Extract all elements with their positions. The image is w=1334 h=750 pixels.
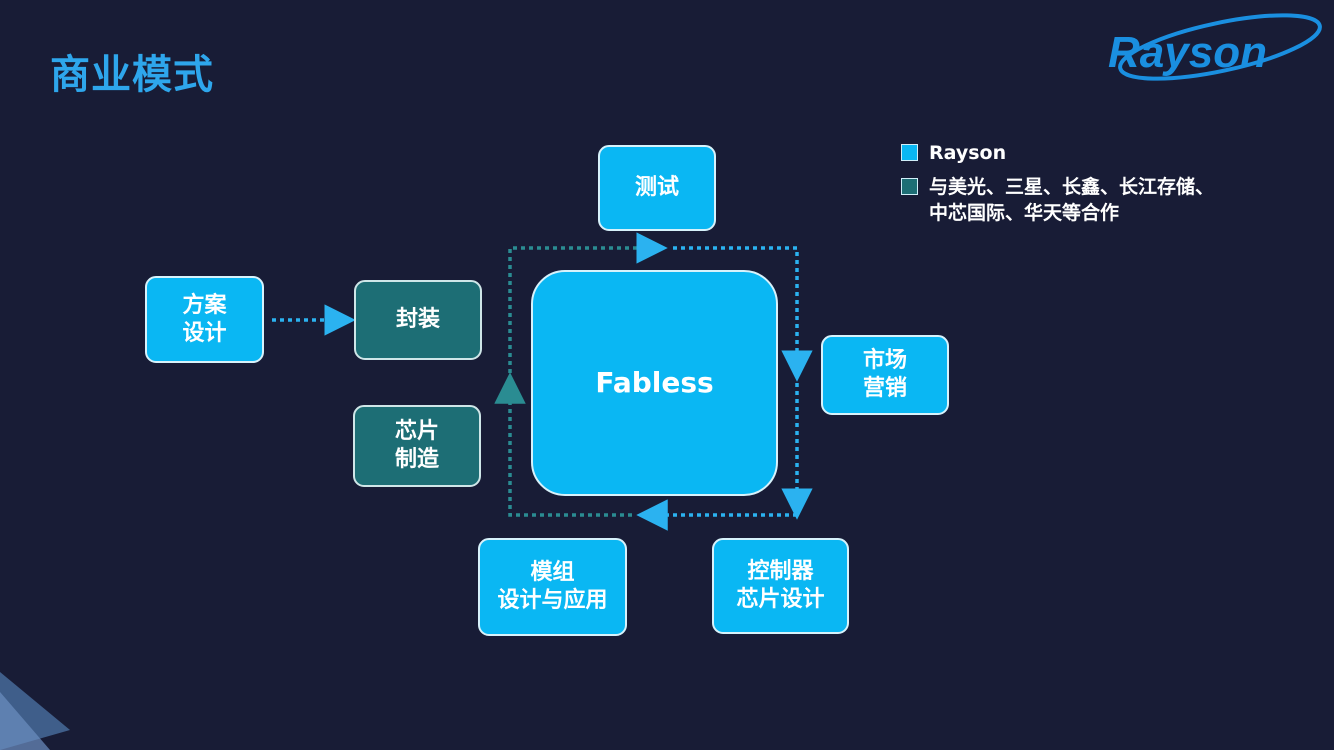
legend-label: 与美光、三星、长鑫、长江存储、 中芯国际、华天等合作 <box>929 176 1215 224</box>
legend-label: Rayson <box>929 142 1007 164</box>
node-fabless: Fabless <box>531 270 778 496</box>
node-module-design: 模组 设计与应用 <box>478 538 627 636</box>
legend: Rayson 与美光、三星、长鑫、长江存储、 中芯国际、华天等合作 <box>901 140 1214 234</box>
arrow-top-to-marketing <box>673 246 813 382</box>
page-title: 商业模式 <box>50 52 214 98</box>
legend-swatch-blue <box>901 144 918 161</box>
node-marketing: 市场 营销 <box>821 335 949 415</box>
node-chip-manufacturing: 芯片 制造 <box>353 405 481 487</box>
node-packaging: 封装 <box>354 280 482 360</box>
legend-item-partners: 与美光、三星、长鑫、长江存储、 中芯国际、华天等合作 <box>901 174 1214 226</box>
legend-item-rayson: Rayson <box>901 140 1214 166</box>
svg-text:Rayson: Rayson <box>1108 28 1267 77</box>
node-solution-design: 方案 设计 <box>145 276 264 363</box>
rayson-logo: Rayson <box>1108 13 1322 81</box>
arrow-module-to-manufacturing <box>494 372 632 517</box>
legend-swatch-teal <box>901 178 918 195</box>
arrow-left-to-top <box>508 232 668 373</box>
corner-decoration <box>0 672 70 750</box>
node-controller-chip-design: 控制器 芯片设计 <box>712 538 849 634</box>
node-test: 测试 <box>598 145 716 231</box>
